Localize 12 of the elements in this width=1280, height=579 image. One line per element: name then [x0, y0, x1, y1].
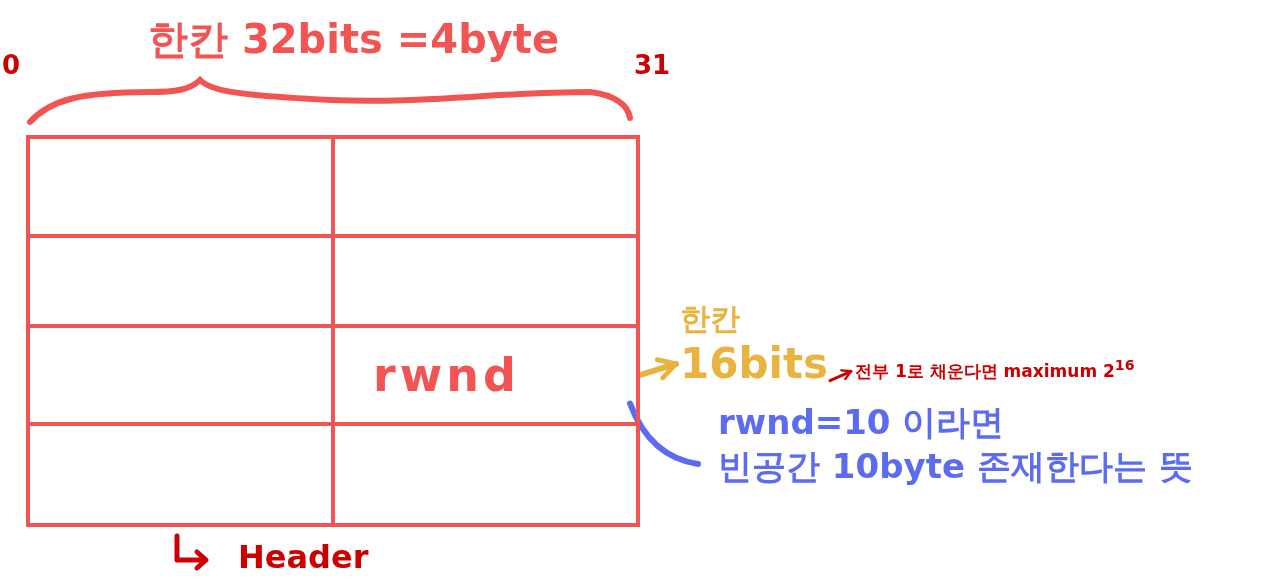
arrow	[637, 357, 679, 381]
header-table	[26, 135, 640, 527]
connector-line	[627, 400, 701, 467]
annotation-text: 16bits	[680, 337, 829, 390]
note-text: 전부 1로 채운다면 maximum 2$^{16}$	[855, 360, 1135, 381]
width-label: 한칸 32bits =4byte	[148, 15, 560, 64]
annotation-text: 한칸	[680, 300, 741, 338]
arrow	[828, 369, 853, 383]
bit-index: 31	[634, 50, 671, 80]
bit-index: 0	[2, 50, 21, 80]
header-label: Header	[238, 538, 369, 576]
annotation-text: rwnd=10 이라면 빈공간 10byte 존재한다는 뜻	[718, 401, 1194, 489]
